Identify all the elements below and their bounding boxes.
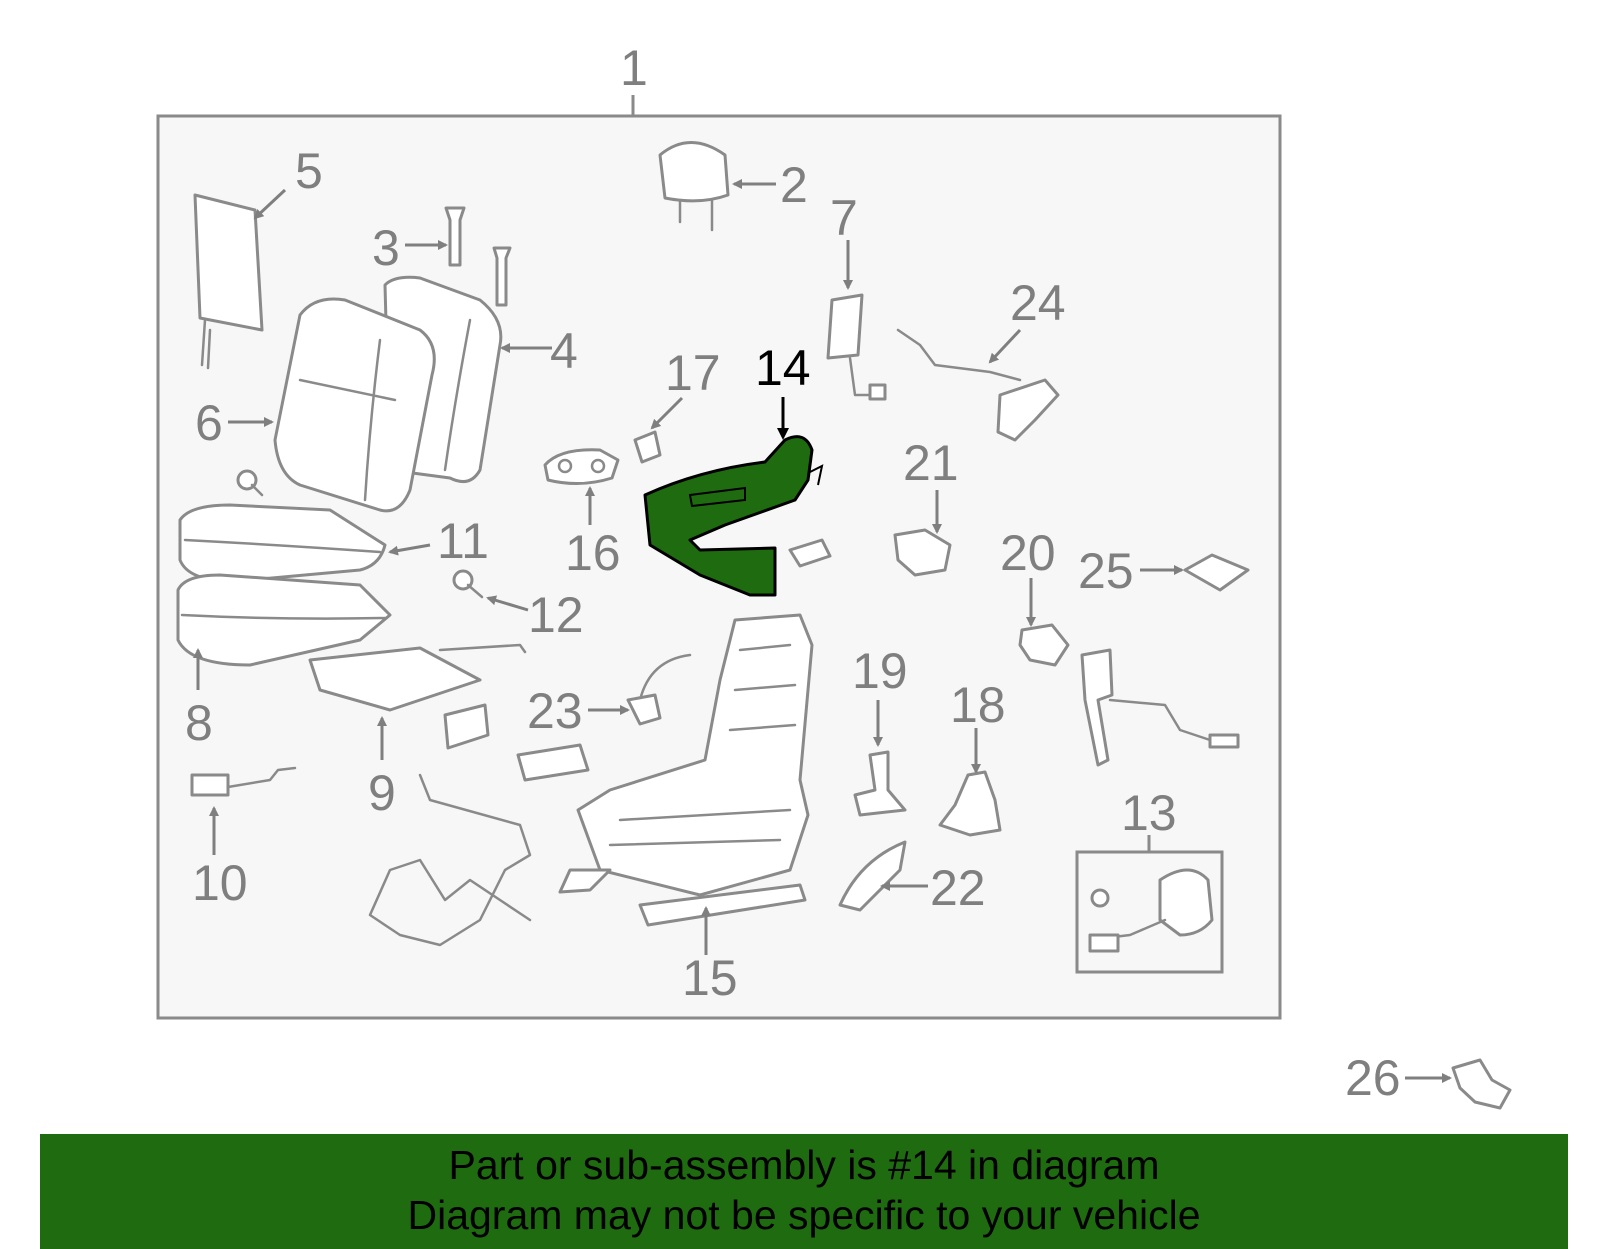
disclaimer-banner: Part or sub-assembly is #14 in diagram D…: [40, 1134, 1568, 1249]
part-14-side-shield-highlighted: [643, 435, 824, 597]
part-7-side-airbag: [826, 293, 887, 401]
part-25-clip: [1183, 553, 1250, 592]
seat-bracket: [443, 703, 490, 750]
callout-label-23: 23: [527, 683, 583, 739]
part-21-bracket: [893, 528, 952, 577]
banner-line-part: Part or sub-assembly is #14 in diagram: [448, 1142, 1160, 1188]
part-9-heater-mat: [308, 643, 527, 712]
arrow-11: [388, 543, 431, 556]
part-8-cushion-pad: [176, 573, 392, 667]
part-24-adjuster-assembly: [896, 328, 1060, 442]
part-5-seatback-mat: [193, 193, 264, 370]
part-18-bracket: [938, 770, 1002, 837]
part-19-bracket: [853, 750, 907, 817]
callout-label-11: 11: [437, 513, 489, 569]
callout-label-19: 19: [852, 643, 908, 699]
part-11-cushion-cover: [178, 503, 387, 583]
part-13-inset: [1075, 850, 1224, 974]
arrow-17: [650, 396, 684, 430]
part-6-seatback-pad: [273, 297, 436, 513]
callout-label-9: 9: [368, 765, 396, 821]
wire-harness: [368, 773, 532, 947]
part-20-bracket: [1018, 623, 1070, 667]
callout-label-2: 2: [780, 157, 808, 213]
part-12-bolt: [452, 569, 484, 599]
callout-label-14: 14: [755, 340, 811, 396]
callout-label-5: 5: [295, 143, 323, 199]
callout-label-7: 7: [830, 190, 858, 246]
part-23-release-lever: [626, 653, 692, 726]
callout-label-22: 22: [930, 860, 986, 916]
part-17-knob: [633, 430, 662, 464]
part-26-clip: [1451, 1058, 1512, 1110]
callout-label-26: 26: [1345, 1050, 1401, 1106]
part-3-headrest-guide: [444, 206, 512, 307]
callout-label-8: 8: [185, 695, 213, 751]
callout-label-1: 1: [620, 40, 648, 96]
recliner-knob: [516, 743, 590, 782]
arrow-5: [253, 188, 287, 220]
callout-label-16: 16: [565, 525, 621, 581]
arrow-24: [988, 328, 1022, 364]
callout-label-17: 17: [665, 345, 721, 401]
part-10-connector: [190, 766, 297, 797]
seat-belt-buckle: [1080, 648, 1240, 767]
callout-label-6: 6: [195, 395, 223, 451]
banner-line-disclaimer: Diagram may not be specific to your vehi…: [407, 1192, 1201, 1238]
callout-label-18: 18: [950, 677, 1006, 733]
callout-label-12: 12: [528, 587, 584, 643]
clip-near-shield: [788, 538, 832, 568]
callout-label-20: 20: [1000, 525, 1056, 581]
bolt-near-seat: [236, 469, 264, 497]
callout-label-10: 10: [192, 855, 248, 911]
callout-label-15: 15: [682, 950, 738, 1006]
part-22-cover: [838, 840, 907, 912]
callout-label-24: 24: [1010, 275, 1066, 331]
callout-label-4: 4: [550, 323, 578, 379]
part-2-headrest: [658, 141, 730, 232]
callout-label-13: 13: [1121, 785, 1177, 841]
arrow-12: [486, 595, 529, 612]
part-15-seat-frame: [558, 613, 814, 927]
callout-label-21: 21: [903, 435, 959, 491]
part-16-switch: [543, 448, 620, 486]
callout-label-25: 25: [1078, 543, 1134, 599]
callout-label-3: 3: [372, 220, 400, 276]
